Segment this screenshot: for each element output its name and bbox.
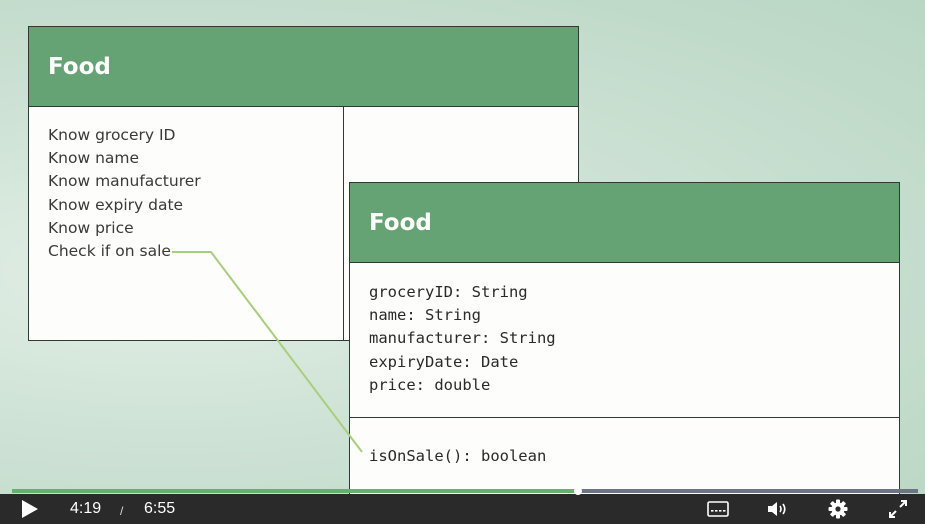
responsibilities-list: Know grocery ID Know name Know manufactu…	[48, 124, 201, 263]
methods-list: isOnSale(): boolean	[369, 445, 546, 468]
attribute-item: price: double	[369, 375, 491, 394]
duration: 6:55	[144, 500, 176, 517]
responsibility-item: Know grocery ID	[48, 126, 176, 144]
video-frame: Food Know grocery ID Know name Know manu…	[0, 0, 925, 494]
volume-button[interactable]	[766, 497, 790, 521]
play-icon	[22, 500, 38, 518]
attribute-item: manufacturer: String	[369, 329, 556, 348]
attributes-list: groceryID: String name: String manufactu…	[369, 281, 556, 397]
gear-icon	[828, 499, 848, 519]
attribute-item: groceryID: String	[369, 283, 528, 301]
method-item: isOnSale(): boolean	[369, 447, 547, 465]
responsibility-item: Know name	[48, 149, 140, 168]
attribute-item: name: String	[369, 306, 481, 325]
crc-card-title: Food	[29, 27, 578, 107]
current-time: 4:19	[70, 500, 102, 517]
responsibility-item: Check if on sale	[48, 242, 171, 261]
volume-icon	[768, 502, 786, 516]
progress-scrubber[interactable]	[574, 487, 583, 495]
fullscreen-icon	[889, 500, 907, 518]
time-separator: /	[120, 504, 124, 518]
captions-icon	[707, 501, 729, 517]
responsibility-item: Know price	[48, 218, 134, 237]
methods-separator	[350, 417, 899, 418]
responsibility-item: Know manufacturer	[48, 172, 201, 191]
responsibility-item: Know expiry date	[48, 195, 184, 214]
collaborators-divider	[343, 107, 344, 340]
attribute-item: expiryDate: Date	[369, 352, 519, 371]
uml-class-card: Food groceryID: String name: String manu…	[349, 182, 900, 494]
uml-class-title: Food	[350, 183, 899, 263]
progress-fill	[12, 489, 579, 493]
captions-button[interactable]	[706, 497, 730, 521]
fullscreen-button[interactable]	[886, 497, 910, 521]
progress-bar[interactable]	[12, 487, 918, 495]
settings-button[interactable]	[826, 497, 850, 521]
play-button[interactable]	[18, 497, 42, 521]
